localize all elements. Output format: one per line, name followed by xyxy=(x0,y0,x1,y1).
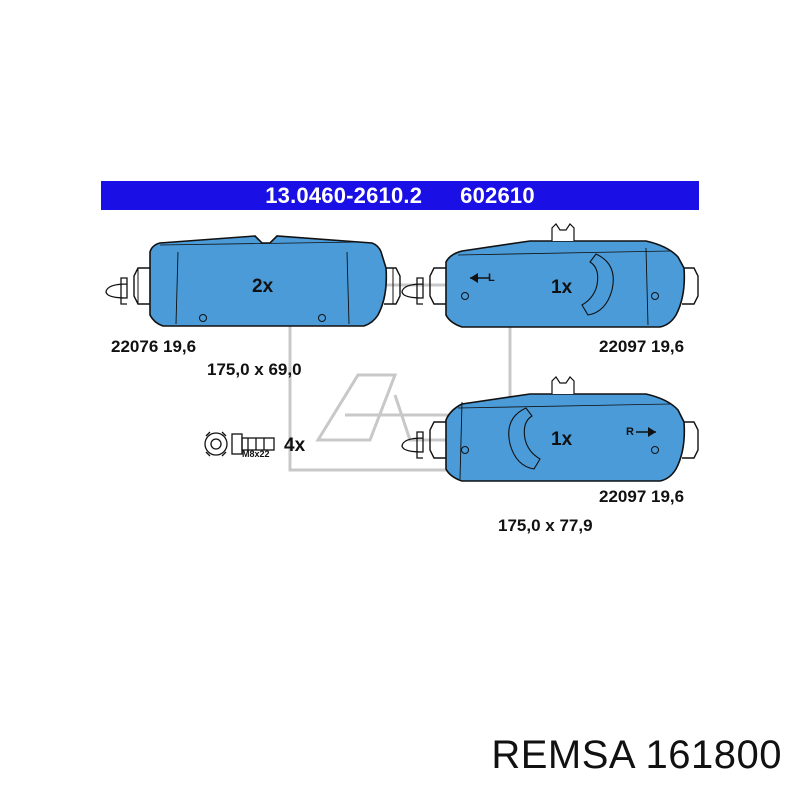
dimension-left: 175,0 x 69,0 xyxy=(207,360,302,379)
side-marker-right: R xyxy=(626,426,634,438)
part-number-header: 13.0460-2610.2 602610 xyxy=(101,181,699,210)
part-number: 13.0460-2610.2 xyxy=(265,182,423,208)
bolt-icon xyxy=(204,431,275,457)
brand-part-number: REMSA 161800 xyxy=(491,733,782,777)
bolt-quantity: 4x xyxy=(284,435,306,456)
brake-pad-right-top xyxy=(401,223,699,328)
dimension-right: 175,0 x 77,9 xyxy=(498,516,593,535)
pad-left-label: 22076 19,6 xyxy=(111,337,197,356)
pad-right-bottom-label: 22097 19,6 xyxy=(599,487,685,506)
product-code: 602610 xyxy=(460,182,535,208)
brake-pad-left xyxy=(105,235,401,327)
bolt-size: M8x22 xyxy=(242,449,270,459)
pad-right-top-label: 22097 19,6 xyxy=(599,337,685,356)
side-marker-left: L xyxy=(488,272,495,284)
brake-pad-right-bottom xyxy=(401,376,699,482)
pad-right-top-quantity: 1x xyxy=(551,277,573,298)
pad-right-bottom-quantity: 1x xyxy=(551,429,573,450)
pad-left-quantity: 2x xyxy=(252,276,274,297)
